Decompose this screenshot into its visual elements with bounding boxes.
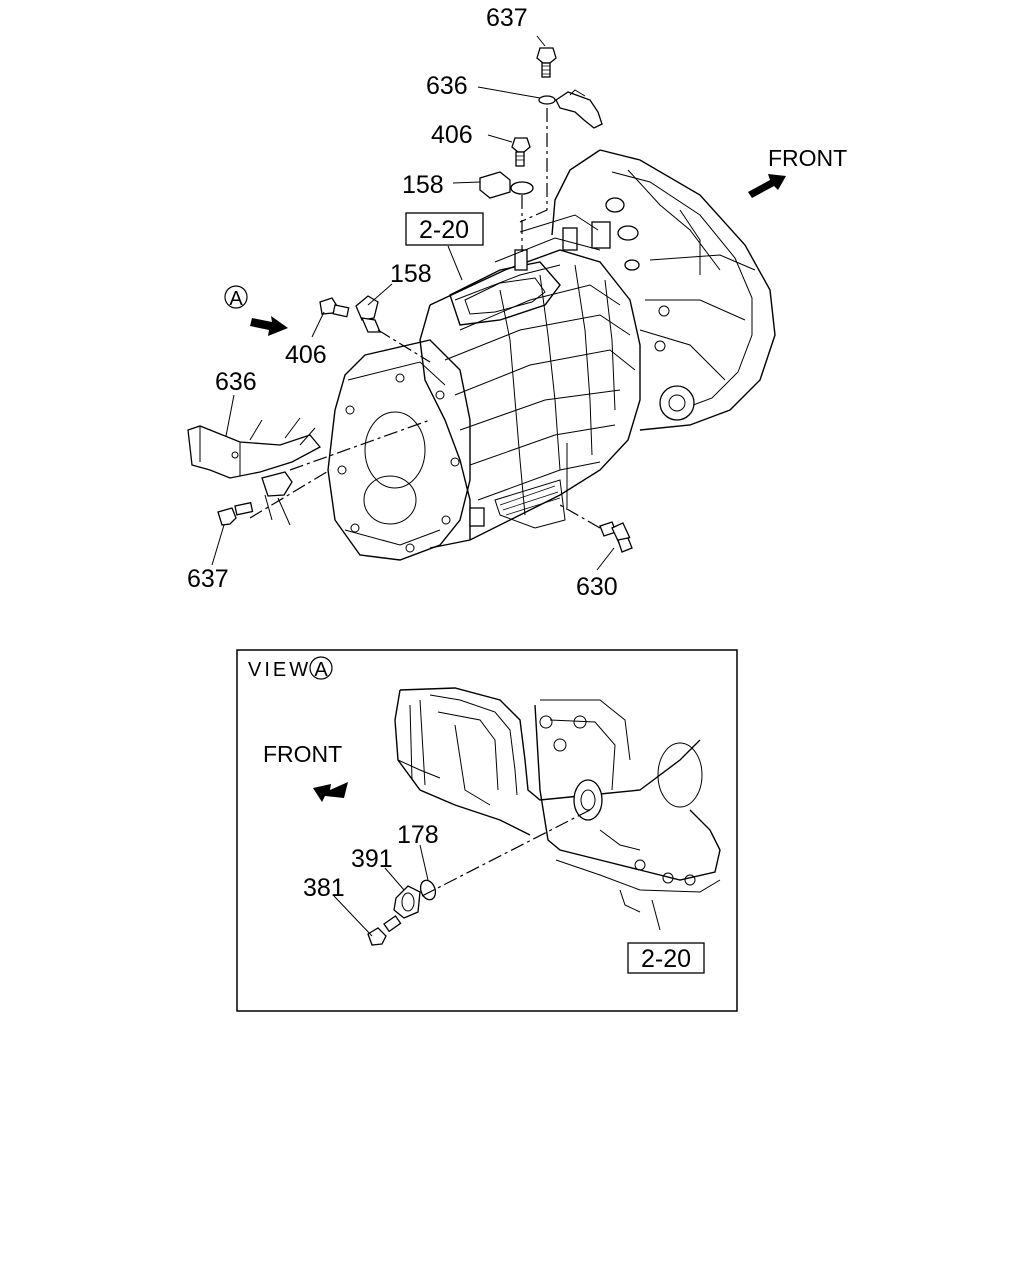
bolt-637-bottom <box>217 501 254 526</box>
callout-406-mid: 406 <box>285 341 327 369</box>
bolt-381 <box>367 915 402 946</box>
callout-158-mid: 158 <box>390 260 432 288</box>
ref-box-main-text: 2-20 <box>419 216 469 244</box>
callout-158-top: 158 <box>402 171 444 199</box>
clip-158-top <box>479 171 534 199</box>
switch-630 <box>599 521 633 553</box>
detail-view-frame: VIEW A <box>236 649 738 1012</box>
ref-box-detail-text: 2-20 <box>641 945 691 973</box>
front-arrow-detail: FRONT <box>263 741 348 802</box>
callout-636-left: 636 <box>215 368 257 396</box>
front-label-main: FRONT <box>768 145 847 171</box>
callout-630: 630 <box>576 573 618 601</box>
main-callouts: 637 636 406 158 158 406 636 637 630 <box>187 4 618 601</box>
plug-391 <box>393 885 421 919</box>
clip-158-mid <box>355 295 381 333</box>
view-a-marker: A <box>224 285 288 336</box>
bolt-406-top <box>511 137 531 167</box>
bolt-406-mid <box>319 297 350 318</box>
callout-178: 178 <box>397 821 439 849</box>
detail-view-title: VIEW <box>248 659 311 681</box>
front-arrow-main: FRONT <box>748 145 847 198</box>
detail-leaders <box>333 809 661 937</box>
callout-637-top: 637 <box>486 4 528 32</box>
o-ring-178 <box>419 879 437 901</box>
front-label-detail: FRONT <box>263 741 342 767</box>
view-a-letter: A <box>229 288 243 310</box>
callout-406-top: 406 <box>431 121 473 149</box>
callout-636-top: 636 <box>426 72 468 100</box>
ref-box-main: 2-20 <box>405 212 484 246</box>
main-leader-lines <box>211 35 615 571</box>
ref-box-detail: 2-20 <box>627 942 705 974</box>
detail-view-letter: A <box>314 659 328 681</box>
bracket-636-top <box>538 89 603 129</box>
detail-callouts: 178 391 381 <box>303 821 439 902</box>
bracket-636-left <box>187 417 322 526</box>
callout-637-bottom: 637 <box>187 565 229 593</box>
bolt-637-top <box>536 47 557 78</box>
transmission-assembly-drawing <box>327 149 776 561</box>
detail-case-drawing <box>394 687 721 913</box>
callout-381: 381 <box>303 874 345 902</box>
callout-391: 391 <box>351 845 393 873</box>
